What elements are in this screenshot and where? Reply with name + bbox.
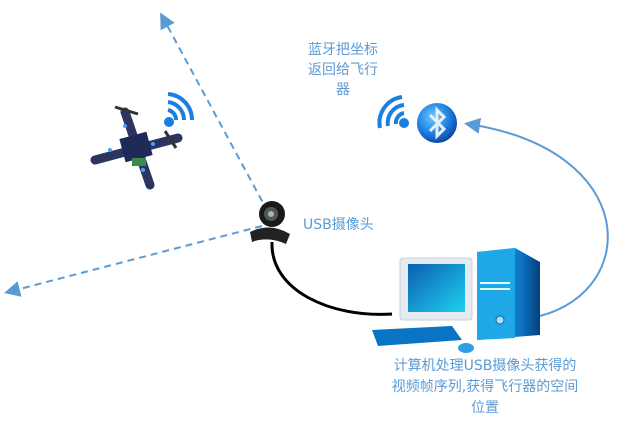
camera-label: USB摄像头	[303, 217, 374, 233]
bluetooth-note-line: 返回给飞行	[308, 62, 378, 78]
bluetooth-note-line: 蓝牙把坐标	[308, 42, 378, 58]
camera-view-line-upper	[160, 12, 269, 213]
bluetooth-note-line: 器	[336, 82, 350, 98]
computer-note: 计算机处理USB摄像头获得的 视频帧序列,获得飞行器的空间 位置	[370, 356, 600, 419]
drone-icon	[90, 105, 183, 190]
computer-note-line: 位置	[471, 400, 499, 416]
computer-icon	[372, 248, 540, 353]
computer-note-line: 视频帧序列,获得飞行器的空间	[391, 379, 579, 395]
camera-view-line-lower	[4, 225, 263, 297]
bluetooth-note: 蓝牙把坐标 返回给飞行 器	[283, 40, 403, 100]
usb-cable	[270, 241, 393, 316]
computer-note-line: 计算机处理USB摄像头获得的	[393, 358, 577, 374]
bluetooth-icon	[417, 103, 457, 143]
return-arrow	[464, 117, 609, 317]
wifi-icon	[164, 92, 195, 127]
webcam-icon	[250, 201, 290, 244]
wifi-icon	[377, 95, 409, 129]
